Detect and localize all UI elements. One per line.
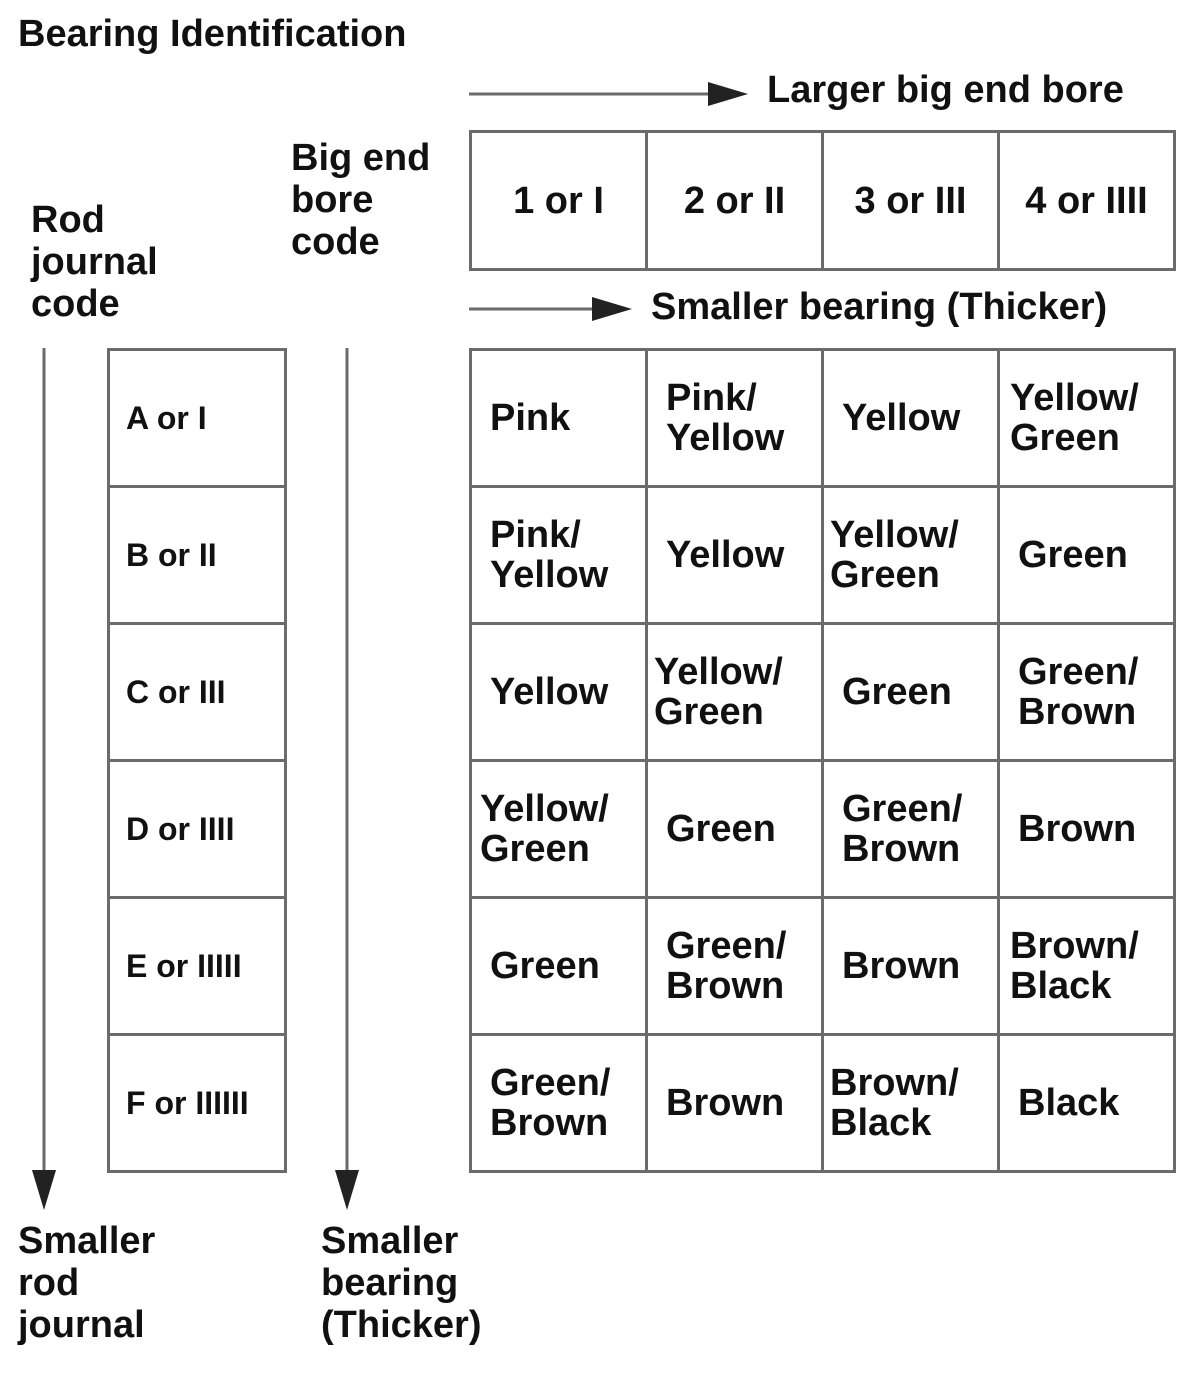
bearing-color-table: Pink Pink/ Yellow Yellow Yellow/ Green P… (469, 348, 1176, 1173)
bearing-color-cell: Green/ Brown (472, 1036, 648, 1173)
bearing-color-cell: Brown/ Black (824, 1036, 1000, 1173)
smaller-bearing-thicker-label: Smaller bearing (Thicker) (321, 1220, 482, 1346)
journal-code-table: A or I B or II C or III D or IIII E or I… (107, 348, 287, 1173)
bearing-color-text: Brown/ Black (830, 1062, 959, 1144)
bearing-color-cell: Yellow (472, 625, 648, 762)
rod-journal-code-label: Rod journal code (31, 199, 158, 325)
bearing-color-text: Green/ Brown (666, 925, 787, 1007)
bearing-color-text: Black (1018, 1082, 1120, 1124)
journal-code-text: A or I (126, 400, 207, 436)
bearing-color-cell: Green (824, 625, 1000, 762)
bearing-color-text: Yellow/ Green (1010, 377, 1139, 459)
journal-code-text: B or II (126, 537, 217, 573)
bore-code-text: 4 or IIII (1025, 179, 1148, 222)
bearing-color-text: Green/ Brown (490, 1062, 611, 1144)
bearing-color-text: Green (666, 808, 776, 850)
bearing-color-text: Brown/ Black (1010, 925, 1139, 1007)
bore-code-text: 2 or II (683, 179, 786, 222)
bearing-color-text: Yellow/ Green (830, 514, 959, 596)
bearing-color-text: Brown (1018, 808, 1137, 850)
bearing-color-text: Yellow (490, 671, 609, 713)
bearing-color-cell: Green (472, 899, 648, 1036)
bearing-down-arrow (335, 348, 359, 1210)
rod-journal-down-arrow (32, 348, 56, 1210)
larger-big-end-bore-label: Larger big end bore (767, 69, 1124, 111)
bearing-color-cell: Yellow (648, 488, 824, 625)
middle-right-arrow (469, 297, 632, 321)
bearing-color-cell: Green (1000, 488, 1176, 625)
smaller-bearing-label: Smaller bearing (Thicker) (651, 286, 1108, 328)
bearing-color-text: Yellow/ Green (480, 788, 609, 870)
bearing-color-cell: Brown (1000, 762, 1176, 899)
journal-code-text: F or IIIIII (126, 1085, 249, 1121)
journal-code-text: E or IIIII (126, 948, 242, 984)
bearing-color-text: Green (490, 945, 600, 987)
journal-code-text: C or III (126, 674, 226, 710)
bearing-color-cell: Green (648, 762, 824, 899)
bearing-color-cell: Brown/ Black (1000, 899, 1176, 1036)
bearing-color-cell: Pink/ Yellow (648, 351, 824, 488)
bearing-color-cell: Green/ Brown (824, 762, 1000, 899)
bearing-color-text: Green/ Brown (1018, 651, 1139, 733)
bearing-color-cell: Brown (648, 1036, 824, 1173)
bearing-color-text: Green (1018, 534, 1128, 576)
bearing-color-text: Green (842, 671, 952, 713)
journal-code-cell: E or IIIII (110, 899, 287, 1036)
bearing-color-cell: Yellow/ Green (648, 625, 824, 762)
diagram-title: Bearing Identification (18, 13, 407, 55)
bearing-color-text: Brown (842, 945, 961, 987)
bearing-color-cell: Pink (472, 351, 648, 488)
bearing-color-text: Yellow (842, 397, 961, 439)
journal-code-cell: F or IIIIII (110, 1036, 287, 1173)
journal-code-cell: C or III (110, 625, 287, 762)
bearing-color-text: Pink/ Yellow (490, 514, 609, 596)
bore-code-text: 3 or III (854, 179, 967, 222)
journal-code-cell: B or II (110, 488, 287, 625)
bore-code-text: 1 or I (513, 179, 604, 222)
bore-code-table: 1 or I 2 or II 3 or III 4 or IIII (469, 130, 1176, 271)
bearing-color-text: Yellow (666, 534, 785, 576)
bore-code-cell: 2 or II (648, 133, 824, 271)
bearing-color-cell: Yellow/ Green (824, 488, 1000, 625)
bearing-color-cell: Brown (824, 899, 1000, 1036)
top-right-arrow (469, 82, 748, 106)
bearing-color-cell: Pink/ Yellow (472, 488, 648, 625)
bearing-color-text: Pink/ Yellow (666, 377, 785, 459)
bearing-color-cell: Yellow/ Green (472, 762, 648, 899)
bearing-color-cell: Green/ Brown (1000, 625, 1176, 762)
smaller-rod-journal-label: Smaller rod journal (18, 1220, 156, 1346)
bearing-color-cell: Black (1000, 1036, 1176, 1173)
bearing-color-cell: Green/ Brown (648, 899, 824, 1036)
bore-code-cell: 1 or I (472, 133, 648, 271)
journal-code-text: D or IIII (126, 811, 235, 847)
bearing-color-cell: Yellow (824, 351, 1000, 488)
bearing-color-text: Pink (490, 397, 571, 439)
bore-code-cell: 4 or IIII (1000, 133, 1176, 271)
bearing-color-cell: Yellow/ Green (1000, 351, 1176, 488)
bearing-color-text: Brown (666, 1082, 785, 1124)
bearing-color-text: Yellow/ Green (654, 651, 783, 733)
big-end-bore-code-label: Big end bore code (291, 137, 431, 263)
bearing-color-text: Green/ Brown (842, 788, 963, 870)
bore-code-cell: 3 or III (824, 133, 1000, 271)
journal-code-cell: D or IIII (110, 762, 287, 899)
journal-code-cell: A or I (110, 351, 287, 488)
